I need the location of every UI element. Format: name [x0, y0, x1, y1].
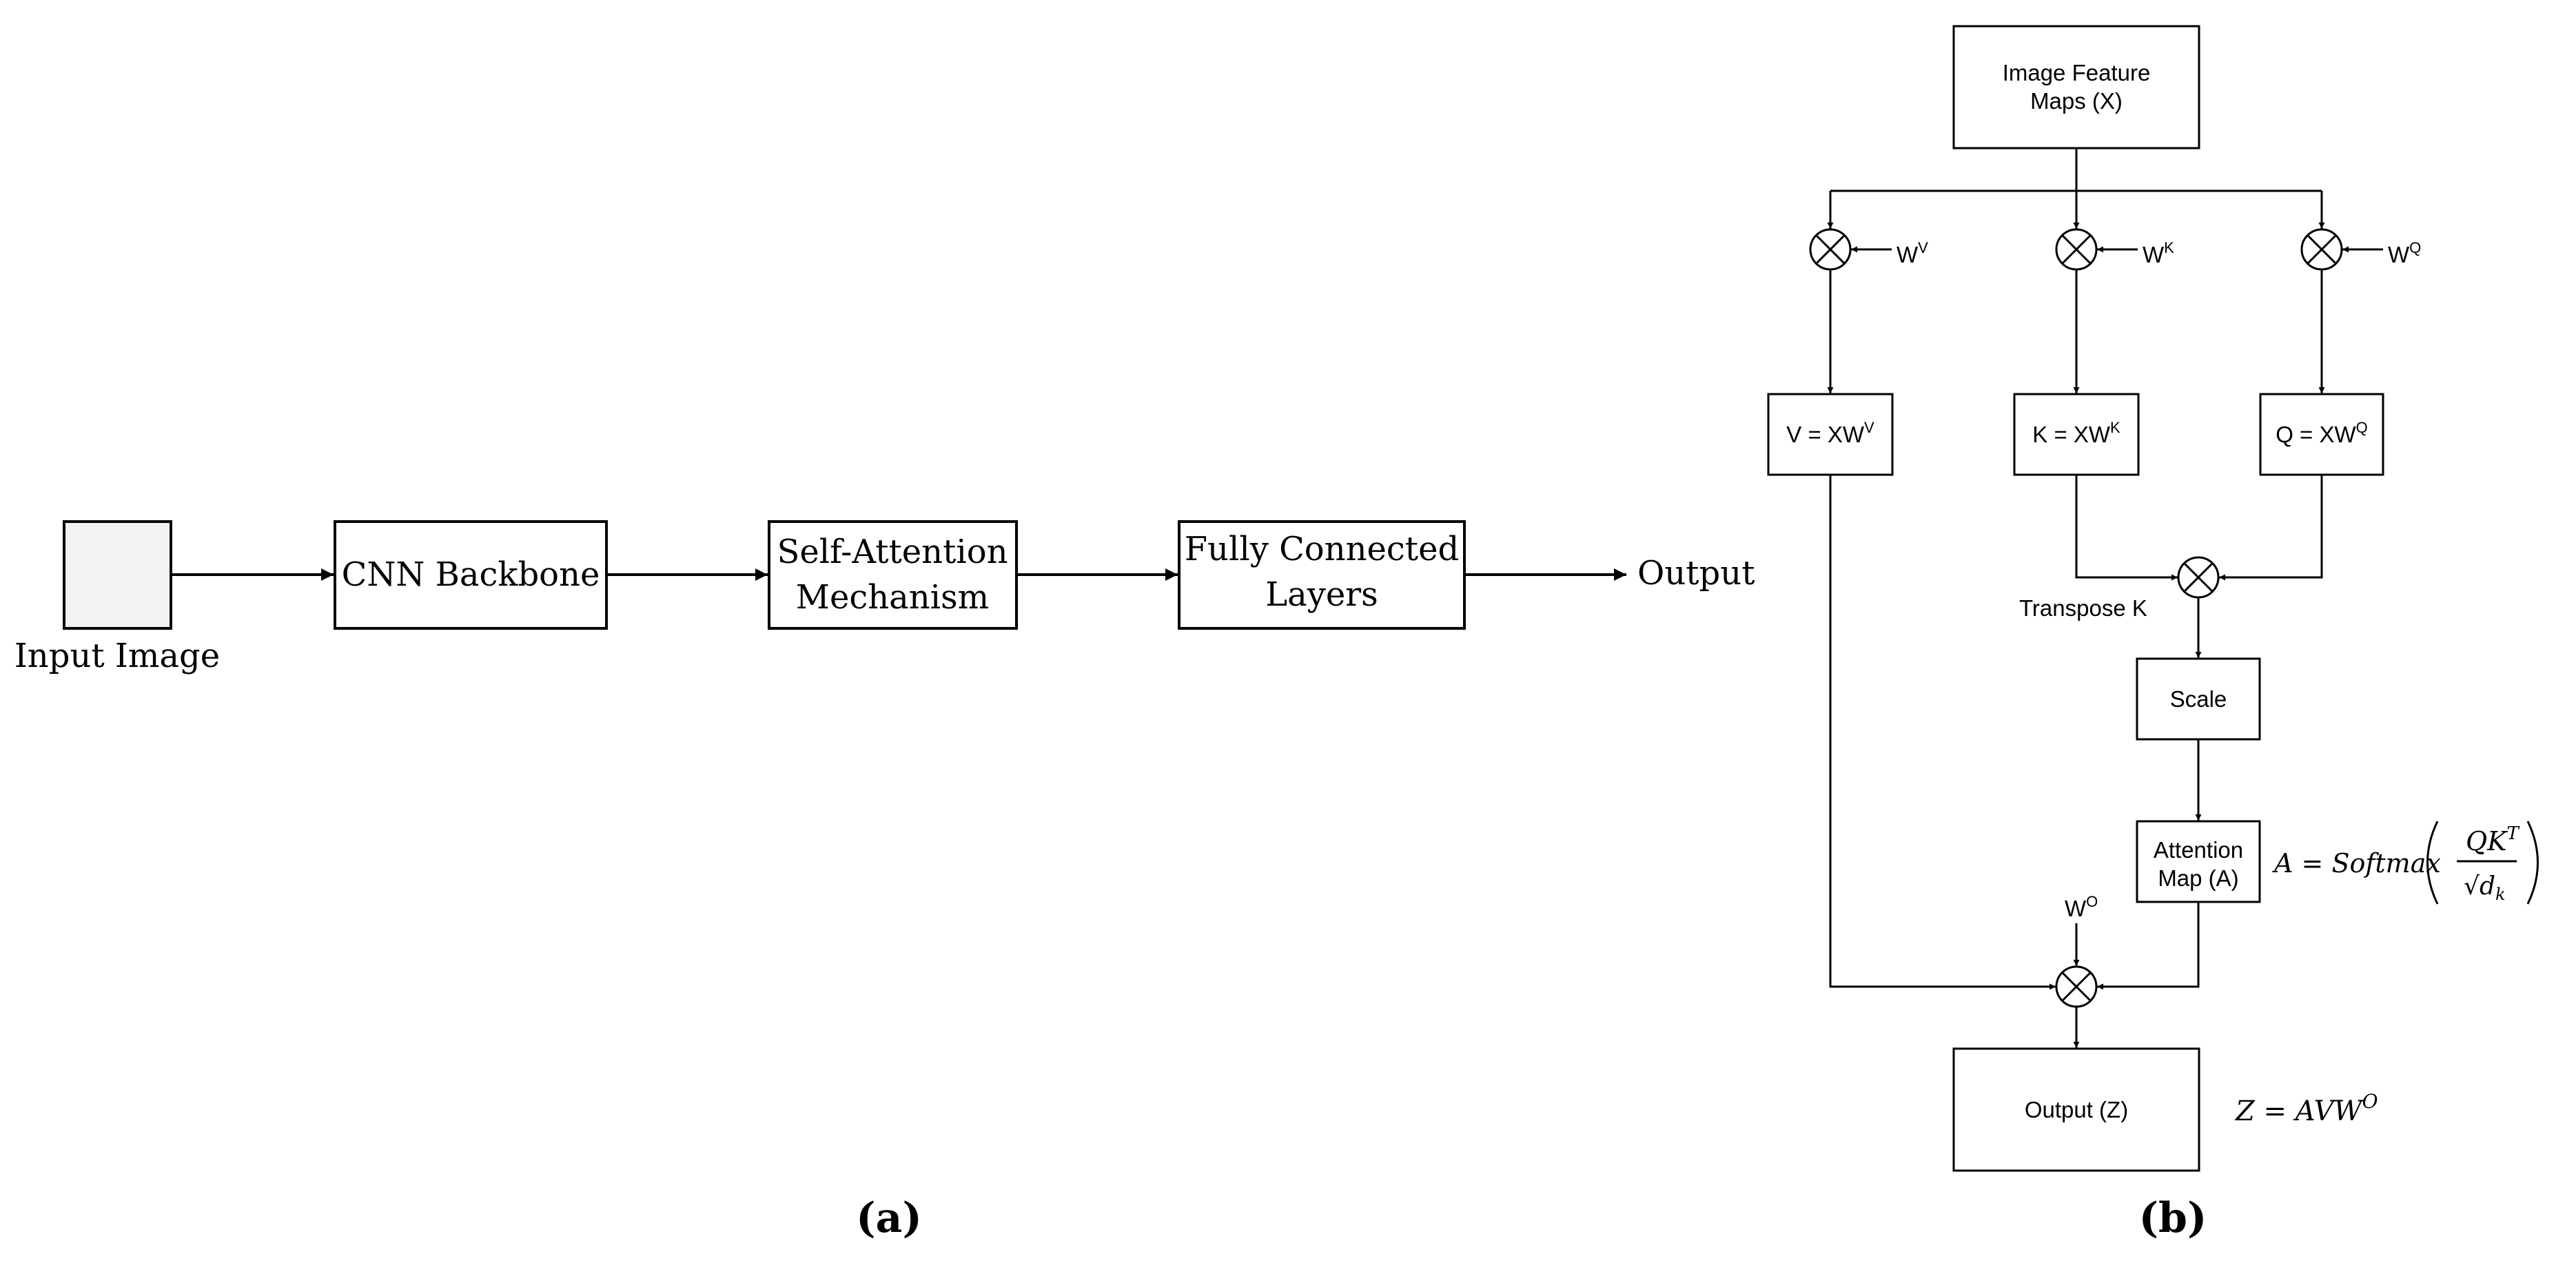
eq-a-numerator: QKT: [2466, 823, 2520, 856]
arrow-k-to-matmul: [2075, 475, 2178, 581]
q-box-label: Q = XWQ: [2276, 419, 2368, 447]
cnn-backbone-label: CNN Backbone: [342, 555, 600, 594]
scale-label: Scale: [2170, 686, 2227, 712]
multiply-final-node: [2055, 965, 2098, 1008]
eq-a-denominator: √dk: [2464, 872, 2506, 904]
output-label-a: Output: [1637, 554, 1755, 593]
wk-label: WK: [2143, 239, 2174, 267]
feature-maps-label-2: Maps (X): [2030, 88, 2123, 114]
v-box-label: V = XWV: [1786, 419, 1874, 447]
caption-a: (a): [856, 1194, 922, 1242]
cnn-backbone-box: [334, 520, 608, 630]
matmul-qk-node: [2177, 556, 2220, 599]
panel-a: [63, 520, 1626, 630]
attention-map-box: [2136, 820, 2261, 903]
feature-maps-box: [1952, 25, 2200, 150]
q-box: [2259, 393, 2384, 476]
eq-a-lhs: A = Softmax: [2272, 848, 2441, 878]
eq-a-right-paren: [2526, 821, 2539, 905]
self-attention-box: [768, 520, 1018, 630]
feature-maps-label-1: Image Feature: [2003, 60, 2151, 85]
self-attention-label-1: Self-Attention: [777, 533, 1008, 571]
input-image-label: Input Image: [14, 637, 220, 675]
input-image-box: [63, 520, 172, 630]
panel-b-text: Image Feature Maps (X) WV WK WQ V = XWV …: [1786, 60, 2421, 1122]
output-z-label: Output (Z): [2025, 1097, 2128, 1122]
panel-b: [1767, 25, 2384, 1172]
arrow-q-to-matmul: [2219, 475, 2323, 581]
arrow-attention-to-final: [2097, 902, 2200, 990]
multiply-v-node: [1809, 228, 1852, 271]
multiply-k-node: [2055, 228, 2098, 271]
eq-z: Z = AVWO: [2234, 1090, 2378, 1127]
attention-map-label-2: Map (A): [2158, 865, 2238, 891]
self-attention-label-2: Mechanism: [796, 578, 989, 617]
softmax-equation: A = Softmax QKT √dk Z = AVWO: [2234, 821, 2539, 1127]
v-box: [1767, 393, 1894, 476]
k-box-label: K = XWK: [2032, 419, 2120, 447]
multiply-q-node: [2300, 228, 2343, 271]
wv-label: WV: [1897, 239, 1928, 267]
caption-b: (b): [2139, 1194, 2207, 1242]
transpose-k-label: Transpose K: [2019, 595, 2147, 621]
fully-connected-label-2: Layers: [1265, 575, 1378, 614]
panel-a-text: Input Image CNN Backbone Self-Attention …: [14, 530, 1755, 1242]
wo-label: WO: [2065, 893, 2098, 921]
eq-a-left-paren: [2426, 821, 2439, 905]
fully-connected-box: [1178, 520, 1466, 630]
attention-map-label-1: Attention: [2154, 837, 2243, 863]
fully-connected-label-1: Fully Connected: [1185, 530, 1459, 568]
arrow-v-to-final: [1829, 475, 2056, 990]
wq-label: WQ: [2388, 239, 2421, 267]
output-z-box: [1952, 1047, 2200, 1172]
